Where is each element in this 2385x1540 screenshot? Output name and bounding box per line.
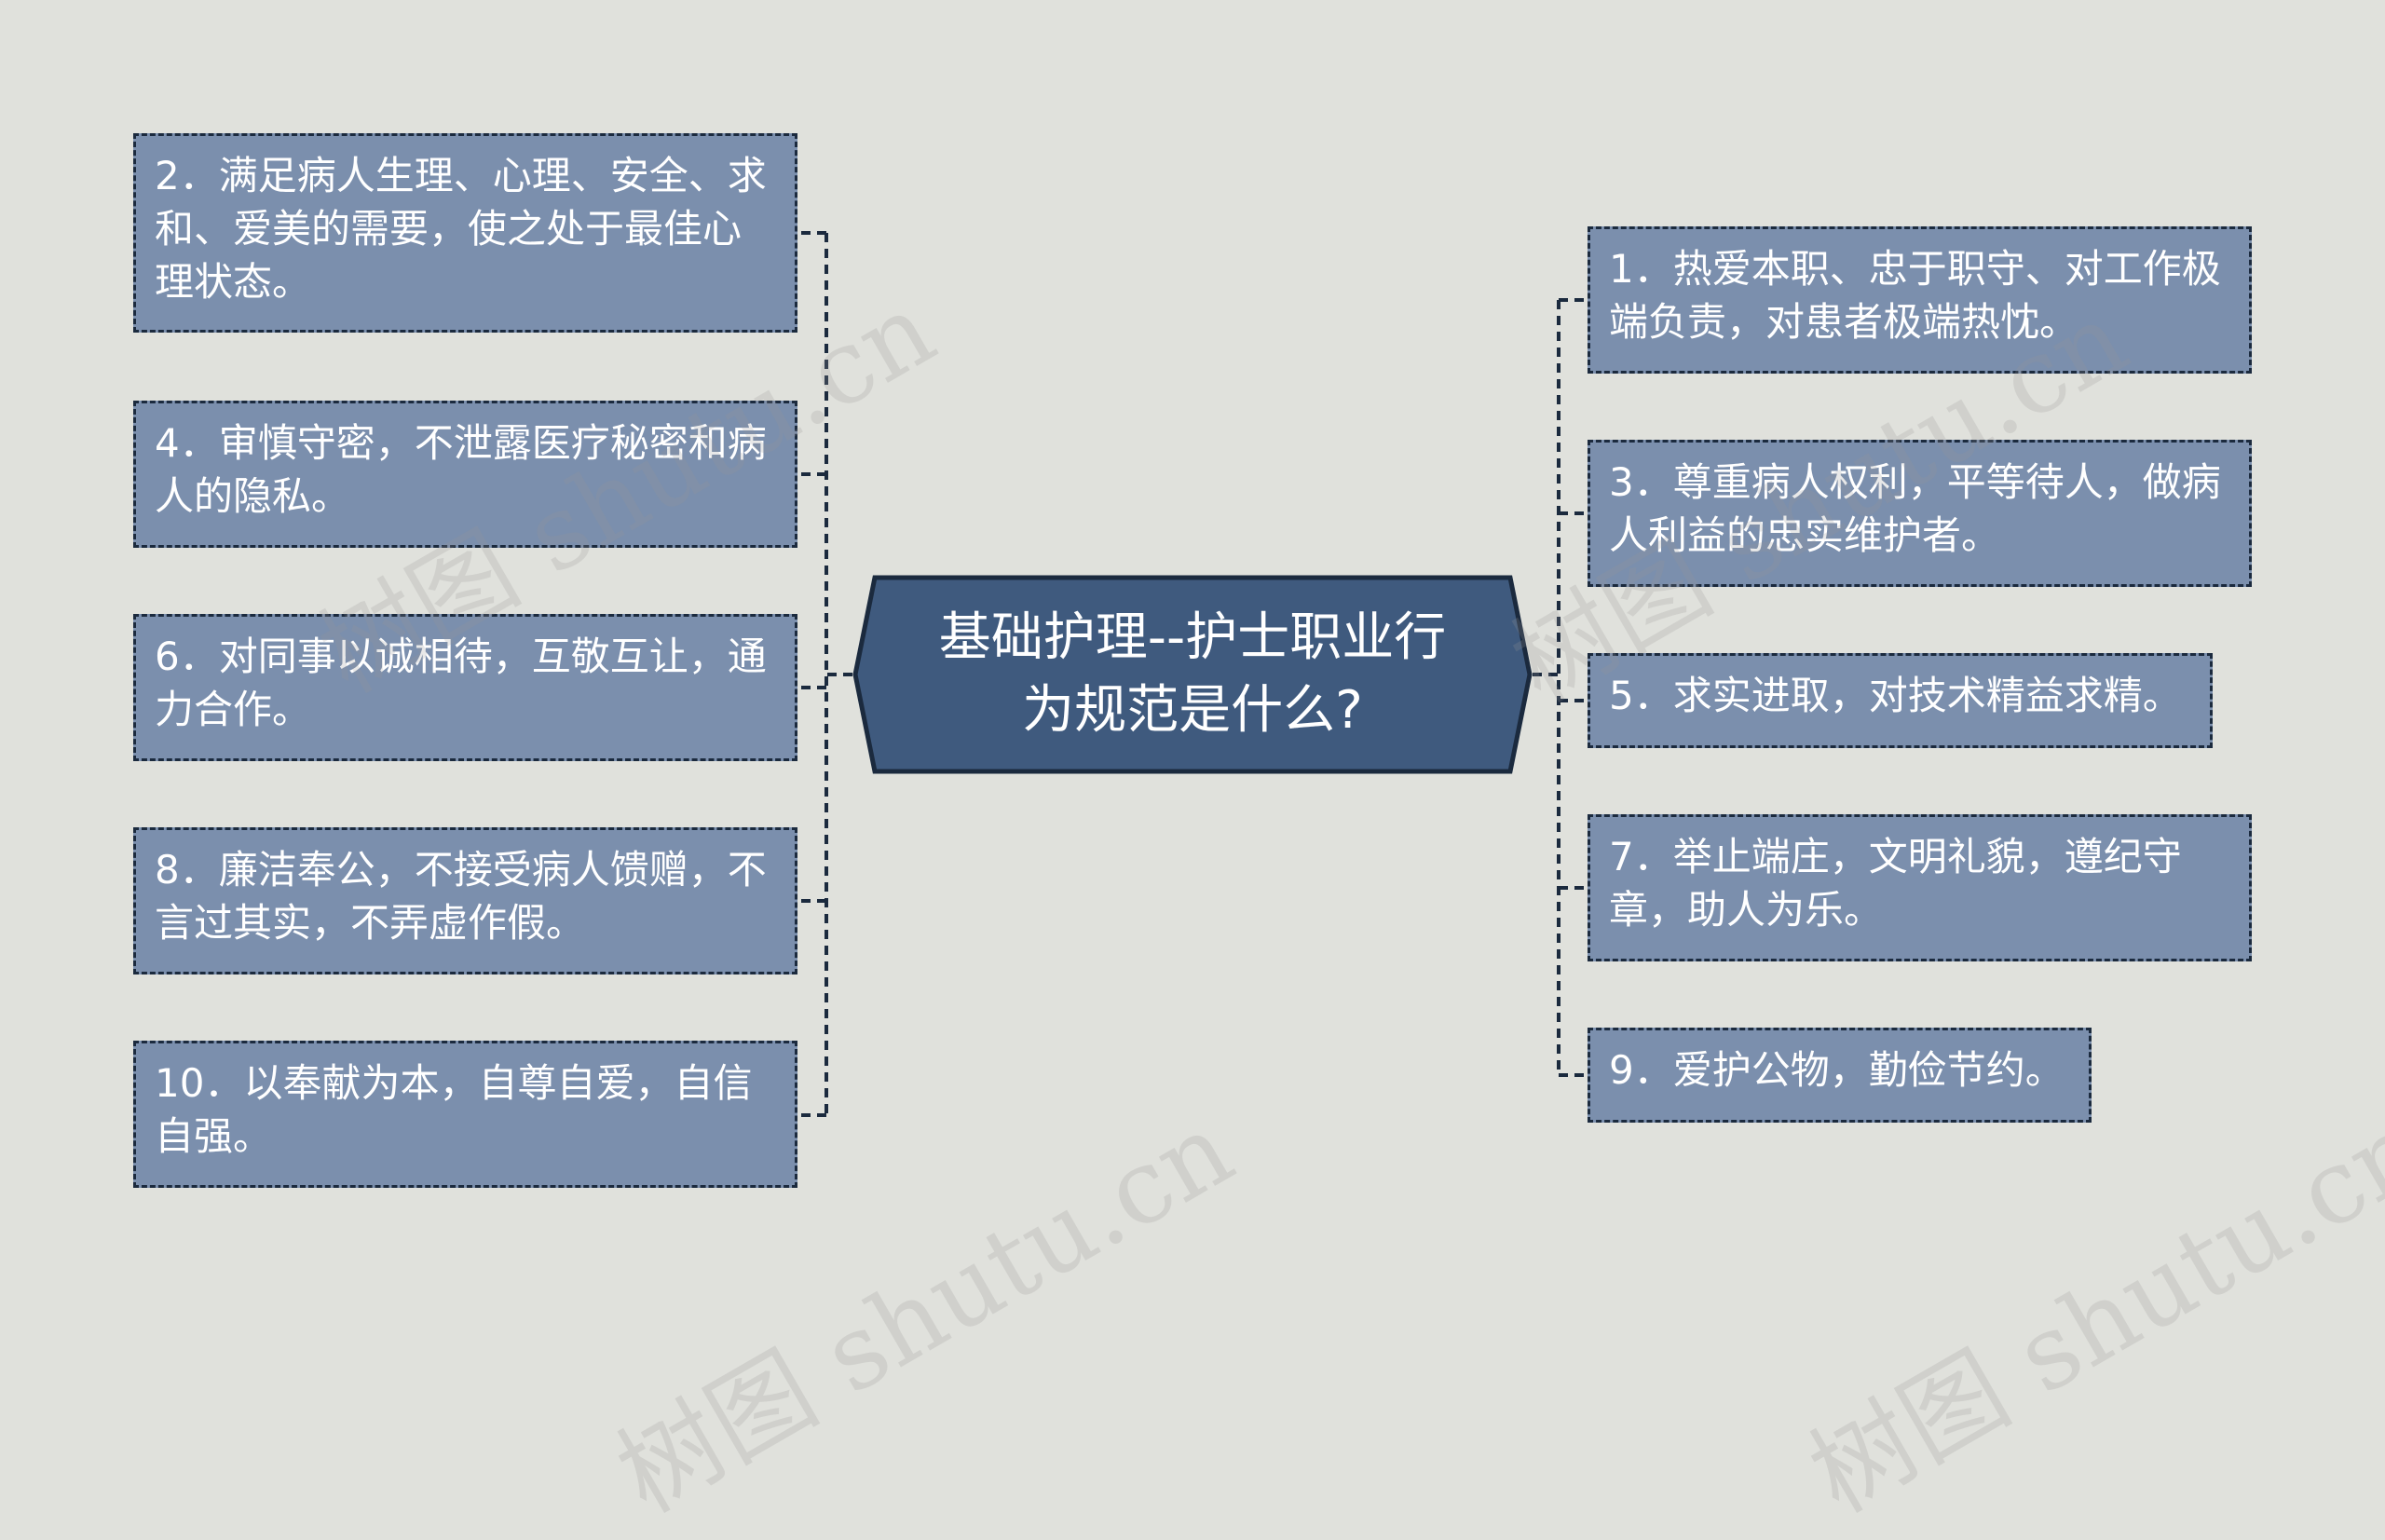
right-topic-9[interactable]: 9．爱护公物，勤俭节约。: [1588, 1028, 2092, 1123]
central-topic-label: 基础护理--护士职业行为规范是什么?: [938, 607, 1447, 741]
right-topic-5[interactable]: 5．求实进取，对技术精益求精。: [1588, 653, 2213, 748]
connector-right-trunk: [1533, 300, 1560, 1075]
right-topic-7[interactable]: 7．举止端庄，文明礼貌，遵纪守章，助人为乐。: [1588, 814, 2252, 961]
left-topic-10[interactable]: 10．以奉献为本，自尊自爱，自信自强。: [133, 1041, 797, 1188]
mindmap-canvas: 2．满足病人生理、心理、安全、求和、爱美的需要，使之处于最佳心理状态。 4．审慎…: [133, 133, 2385, 1535]
connector-left-trunk: [825, 233, 852, 1115]
left-topic-8[interactable]: 8．廉洁奉公，不接受病人馈赠，不言过其实，不弄虚作假。: [133, 827, 797, 974]
right-topic-1[interactable]: 1．热爱本职、忠于职守、对工作极端负责，对患者极端热忱。: [1588, 226, 2252, 374]
connector-lines: [797, 231, 1588, 1117]
central-topic[interactable]: 基础护理--护士职业行为规范是什么?: [852, 575, 1533, 774]
right-topic-3[interactable]: 3．尊重病人权利，平等待人，做病人利益的忠实维护者。: [1588, 440, 2252, 587]
central-topic-shape: [852, 575, 1533, 774]
left-topic-2[interactable]: 2．满足病人生理、心理、安全、求和、爱美的需要，使之处于最佳心理状态。: [133, 133, 797, 333]
left-topic-6[interactable]: 6．对同事以诚相待，互敬互让，通力合作。: [133, 614, 797, 761]
left-topic-4[interactable]: 4．审慎守密，不泄露医疗秘密和病人的隐私。: [133, 401, 797, 548]
